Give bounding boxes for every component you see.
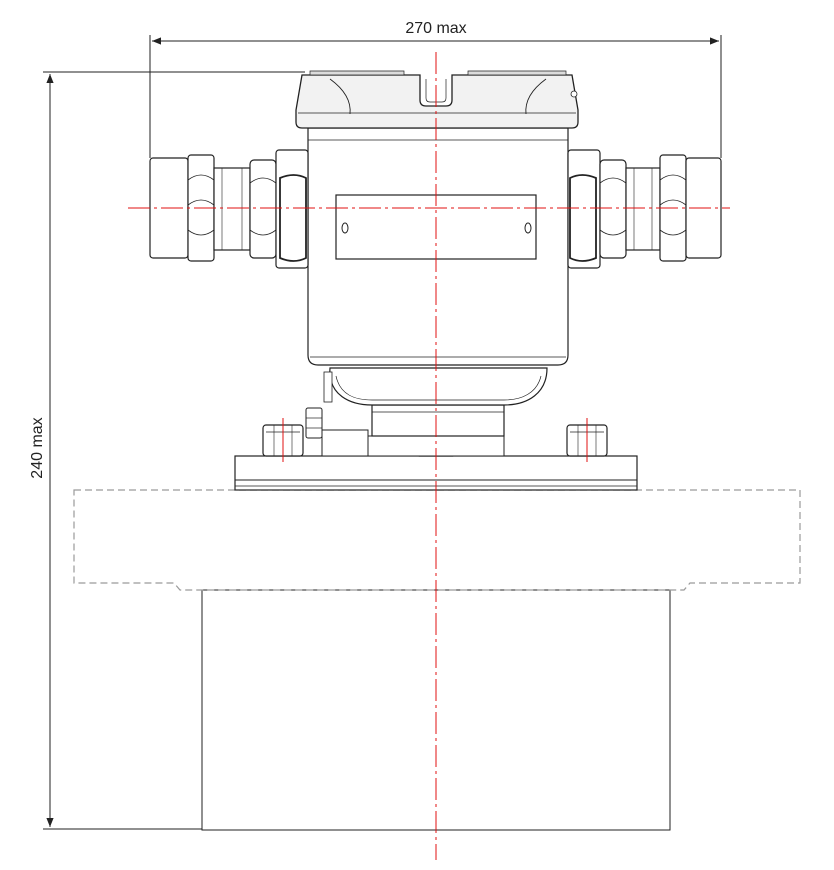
nameplate-screw-left (341, 222, 349, 234)
height-dimension: 240 max (29, 71, 305, 830)
width-dimension-label: 270 max (405, 20, 466, 37)
nameplate-screw-right (524, 222, 532, 234)
cover-screw-right (570, 90, 578, 98)
height-dimension-label: 240 max (29, 417, 46, 478)
adapter-neck (305, 404, 505, 457)
housing-bowl (323, 367, 548, 406)
gland-right-boss (569, 174, 597, 262)
cover-knurl-right (467, 70, 567, 76)
mounting-flange-dashed-outline (73, 489, 801, 591)
width-dimension: 270 max (149, 20, 722, 158)
cover-knurl-left (309, 70, 405, 76)
cable-gland-right (567, 149, 722, 269)
cable-gland-left (149, 149, 309, 269)
housing-cover (295, 70, 579, 129)
gland-left-boss (279, 174, 307, 262)
